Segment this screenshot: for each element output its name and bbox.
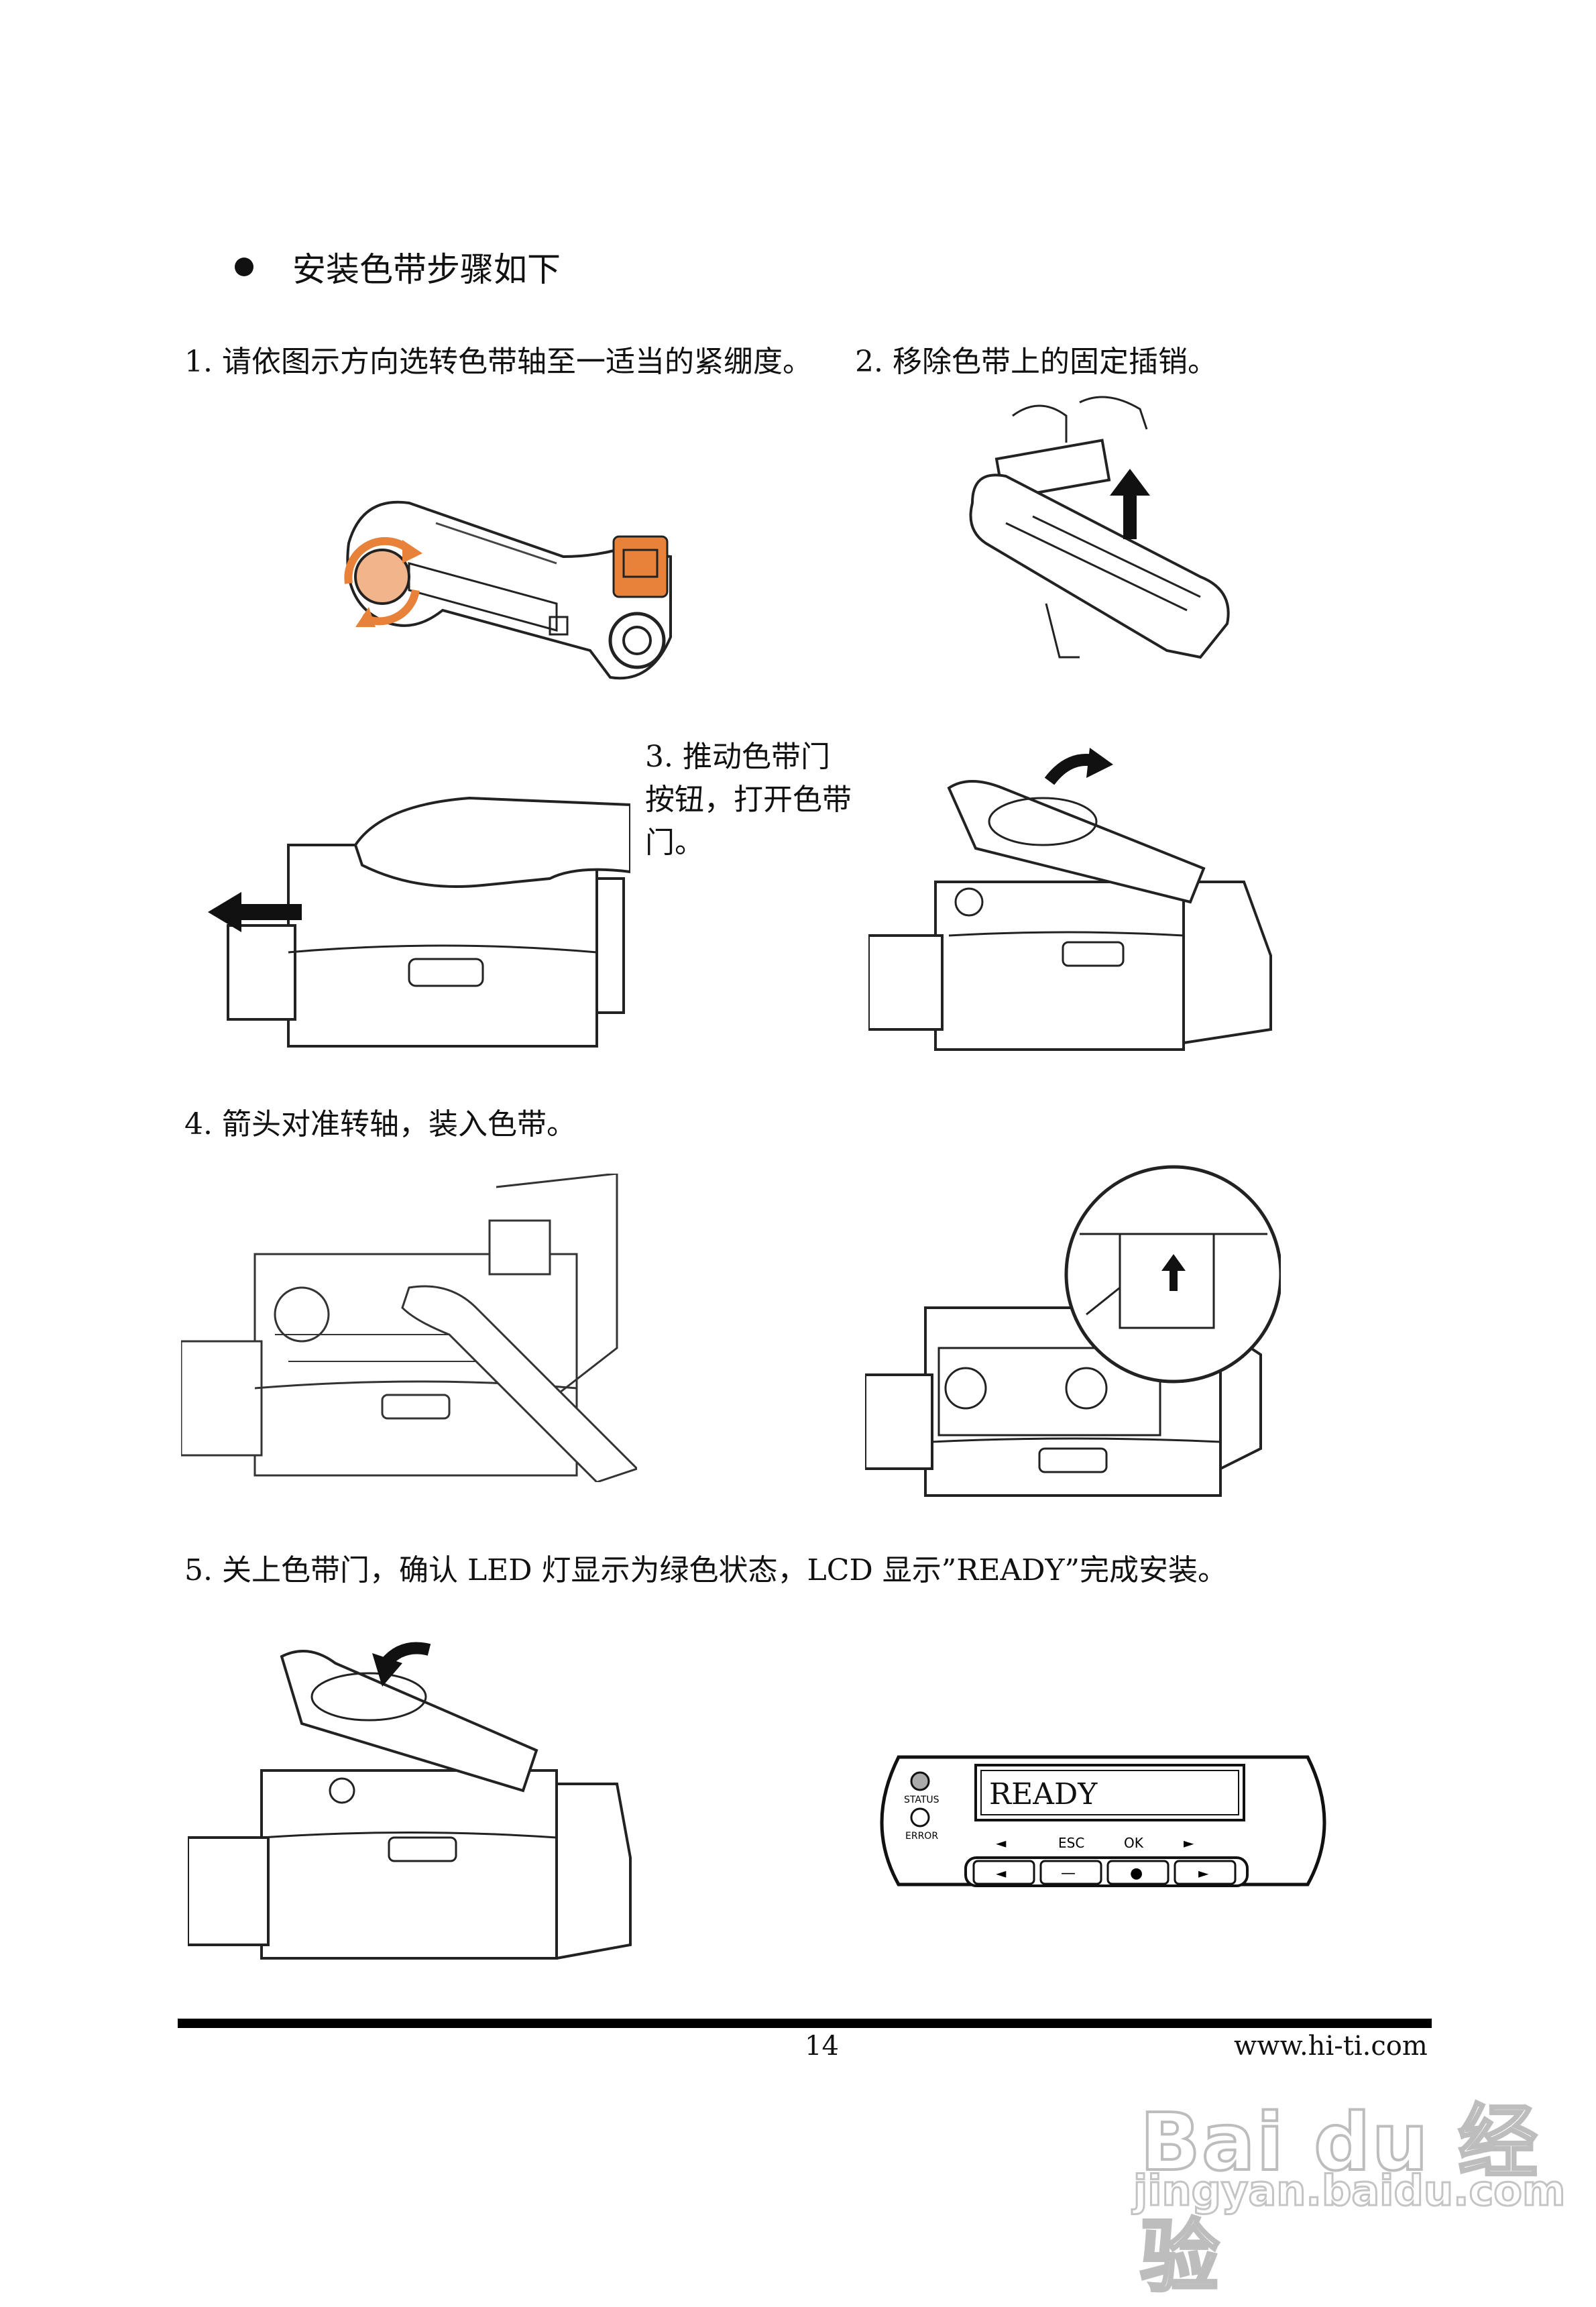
website-link[interactable]: www.hi-ti.com <box>1234 2031 1428 2062</box>
up-arrow-icon <box>1110 469 1150 539</box>
esc-label: ESC <box>1058 1835 1084 1851</box>
step-2-caption: 2. 移除色带上的固定插销。 <box>855 345 1217 379</box>
close-door-figure <box>188 1636 644 1965</box>
rotate-arrow-icon <box>344 537 412 584</box>
ok-button[interactable]: ● <box>1106 1860 1170 1885</box>
ok-label: OK <box>1124 1835 1144 1851</box>
page-number: 14 <box>805 2031 839 2062</box>
step-3-caption-line3: 门。 <box>645 826 704 860</box>
baidu-watermark-url: jingyan.baidu.com <box>1132 2165 1566 2216</box>
svg-text:►: ► <box>1198 1865 1209 1881</box>
error-led-icon <box>910 1807 930 1827</box>
control-panel-figure: READY STATUS ERROR ◄ ESC OK ► ◄ — ● ► <box>872 1750 1334 1901</box>
svg-text:●: ● <box>1130 1865 1143 1882</box>
esc-button[interactable]: — <box>1039 1860 1102 1885</box>
footer-rule <box>178 2019 1432 2028</box>
push-button-figure <box>201 791 630 1053</box>
ribbon-installed-zoom-figure <box>865 1154 1281 1502</box>
insert-ribbon-hand-figure <box>181 1174 637 1482</box>
svg-text:—: — <box>1061 1865 1076 1882</box>
remove-pin-figure <box>946 389 1254 697</box>
step-5-caption: 5. 关上色带门，确认 LED 灯显示为绿色状态，LCD 显示”READY”完成… <box>184 1553 1228 1587</box>
step-3-caption-line2: 按钮，打开色带 <box>645 783 852 817</box>
left-arrow-icon <box>208 892 302 932</box>
svg-text:◄: ◄ <box>996 1865 1007 1881</box>
heading-text: 安装色带步骤如下 <box>292 250 561 289</box>
section-heading: 安装色带步骤如下 <box>235 243 561 291</box>
step-3-caption-line1: 3. 推动色带门 <box>645 740 830 774</box>
step-4-caption: 4. 箭头对准转轴，装入色带。 <box>184 1107 576 1141</box>
open-door-figure <box>868 748 1284 1056</box>
error-label: ERROR <box>905 1831 938 1842</box>
status-label: STATUS <box>904 1795 939 1805</box>
status-led-icon <box>910 1771 930 1791</box>
lcd-display-text: READY <box>989 1777 1098 1811</box>
bullet-icon <box>235 258 253 276</box>
right-button[interactable]: ► <box>1174 1860 1237 1885</box>
step-1-caption: 1. 请依图示方向选转色带轴至一适当的紧绷度。 <box>184 345 812 379</box>
right-arrow-label: ► <box>1184 1835 1194 1851</box>
ribbon-cartridge-figure <box>335 483 684 697</box>
left-button[interactable]: ◄ <box>972 1860 1035 1885</box>
left-arrow-label: ◄ <box>996 1835 1007 1851</box>
